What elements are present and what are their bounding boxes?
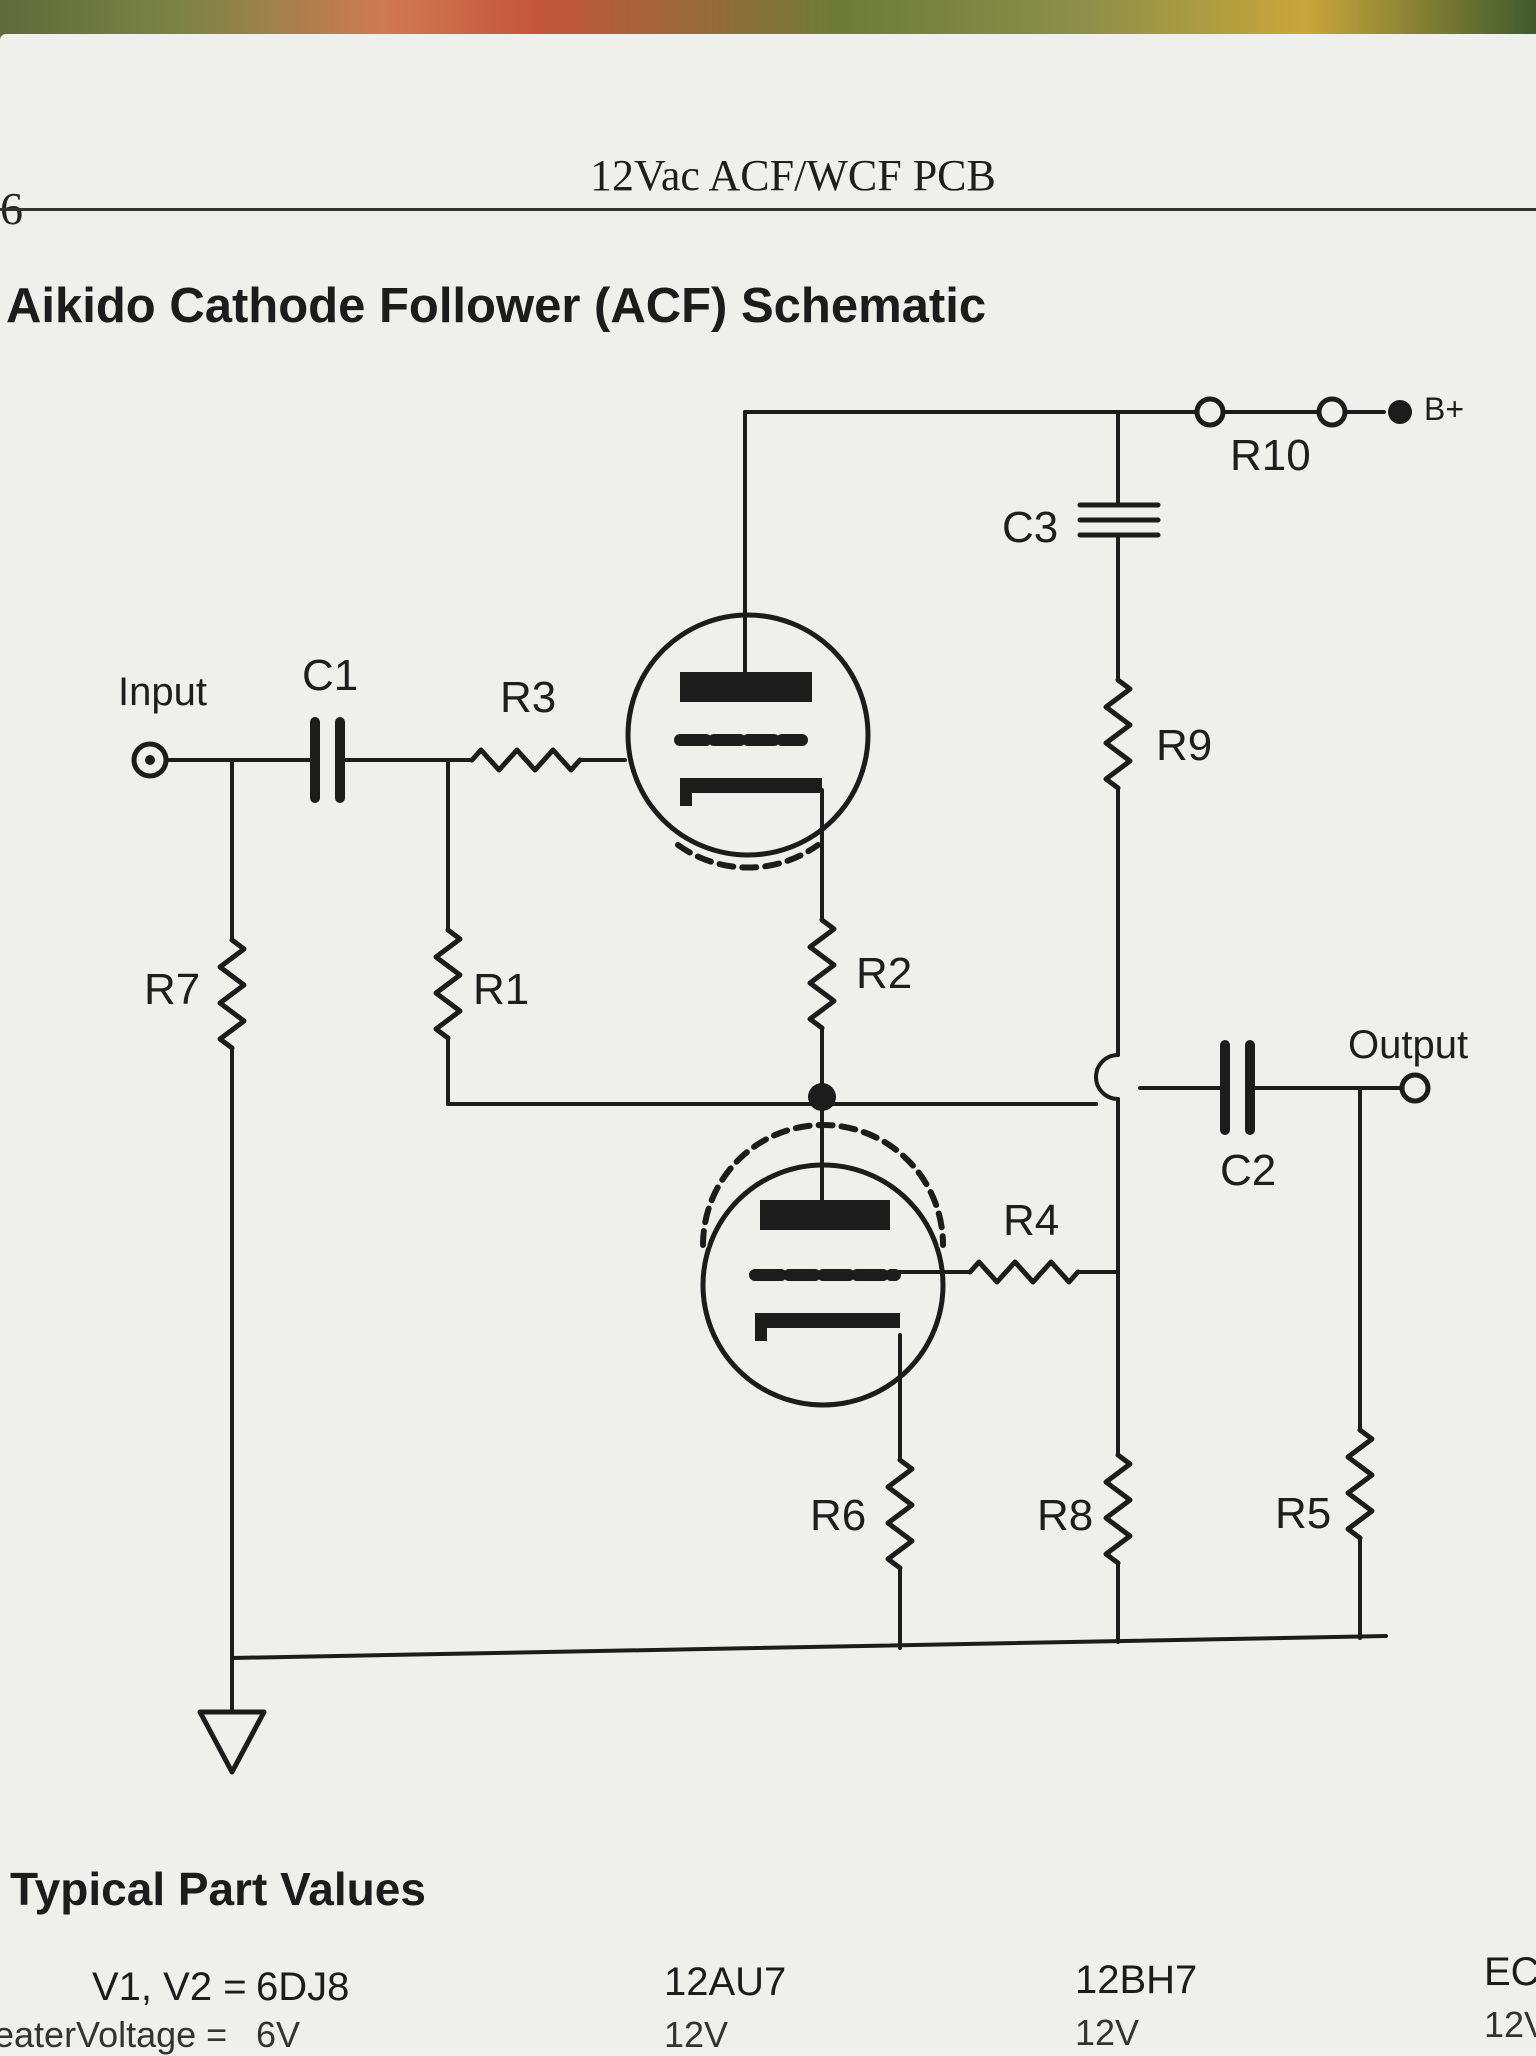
part-values-row1-value: 12AU7 (664, 1960, 787, 2004)
r7-label: R7 (144, 965, 200, 1014)
r1-resistor (433, 927, 463, 1041)
r10-label: R10 (1230, 431, 1311, 480)
r1-label: R1 (473, 965, 529, 1014)
r10-terminal-right (1316, 396, 1348, 428)
c2-label: C2 (1220, 1146, 1276, 1195)
c3-plates (1077, 502, 1161, 538)
r5-label: R5 (1275, 1489, 1331, 1538)
part-values-row2-value: 12V (1075, 2012, 1140, 2053)
r3-label: R3 (500, 673, 556, 722)
tube-v1-envelope (625, 612, 871, 858)
r8-label: R8 (1037, 1491, 1093, 1540)
part-values-row1-label: V1, V2 = (92, 1965, 247, 2009)
tube-v1-plate (680, 672, 812, 702)
tube-v1-cathode (680, 778, 822, 793)
c3-label: C3 (1002, 503, 1058, 552)
c1-label: C1 (302, 651, 358, 700)
tube-v1-dashed-lower (675, 842, 821, 871)
r2-label: R2 (856, 949, 912, 998)
tube-v1-cathode-edge (680, 778, 692, 806)
c1-capacitor (310, 717, 345, 803)
output-label: Output (1348, 1023, 1468, 1067)
tube-v2-plate (760, 1200, 890, 1230)
r2-resistor (807, 917, 837, 1031)
running-header: 12Vac ACF/WCF PCB (590, 151, 996, 200)
r7-resistor (217, 937, 247, 1051)
r6-label: R6 (810, 1491, 866, 1540)
input-label: Input (118, 670, 207, 714)
part-values-row2-value: 12V (1484, 2004, 1536, 2045)
part-values-row1-value: EC (1484, 1950, 1536, 1994)
bplus-label: B+ (1424, 391, 1464, 427)
input-jack-center (145, 755, 155, 765)
r10-terminal-left (1194, 396, 1226, 428)
r5-resistor (1345, 1427, 1375, 1541)
junction-dot (808, 1083, 836, 1111)
r1-lower-wire (446, 1036, 824, 1106)
r4-resistor (967, 1259, 1081, 1285)
part-values-row2-value: 12V (664, 2014, 729, 2055)
r3-resistor (469, 747, 583, 773)
tube-v2-cathode-edge (755, 1313, 767, 1341)
r6-resistor (885, 1457, 915, 1571)
output-jack (1399, 1072, 1431, 1104)
header-rule (0, 208, 1536, 211)
part-values-row1-value: 6DJ8 (256, 1965, 350, 2009)
r8-resistor (1103, 1452, 1133, 1566)
wire-crossover (1094, 1053, 1120, 1101)
part-values-row2-value: 6V (256, 2014, 301, 2055)
r9-resistor (1103, 677, 1133, 791)
ground-symbol (197, 1709, 267, 1775)
c2-capacitor (1220, 1040, 1255, 1135)
r4-label: R4 (1003, 1196, 1059, 1245)
part-values-row1-value: 12BH7 (1075, 1958, 1198, 2002)
r9-label: R9 (1156, 721, 1212, 770)
tube-v2-cathode (755, 1313, 900, 1328)
bplus-terminal (1388, 400, 1412, 424)
section-title: Aikido Cathode Follower (ACF) Schematic (6, 279, 987, 333)
part-values-row2-label: eaterVoltage = (0, 2014, 228, 2055)
part-values-title: Typical Part Values (10, 1863, 426, 1915)
ground-rail (230, 1634, 1388, 1660)
